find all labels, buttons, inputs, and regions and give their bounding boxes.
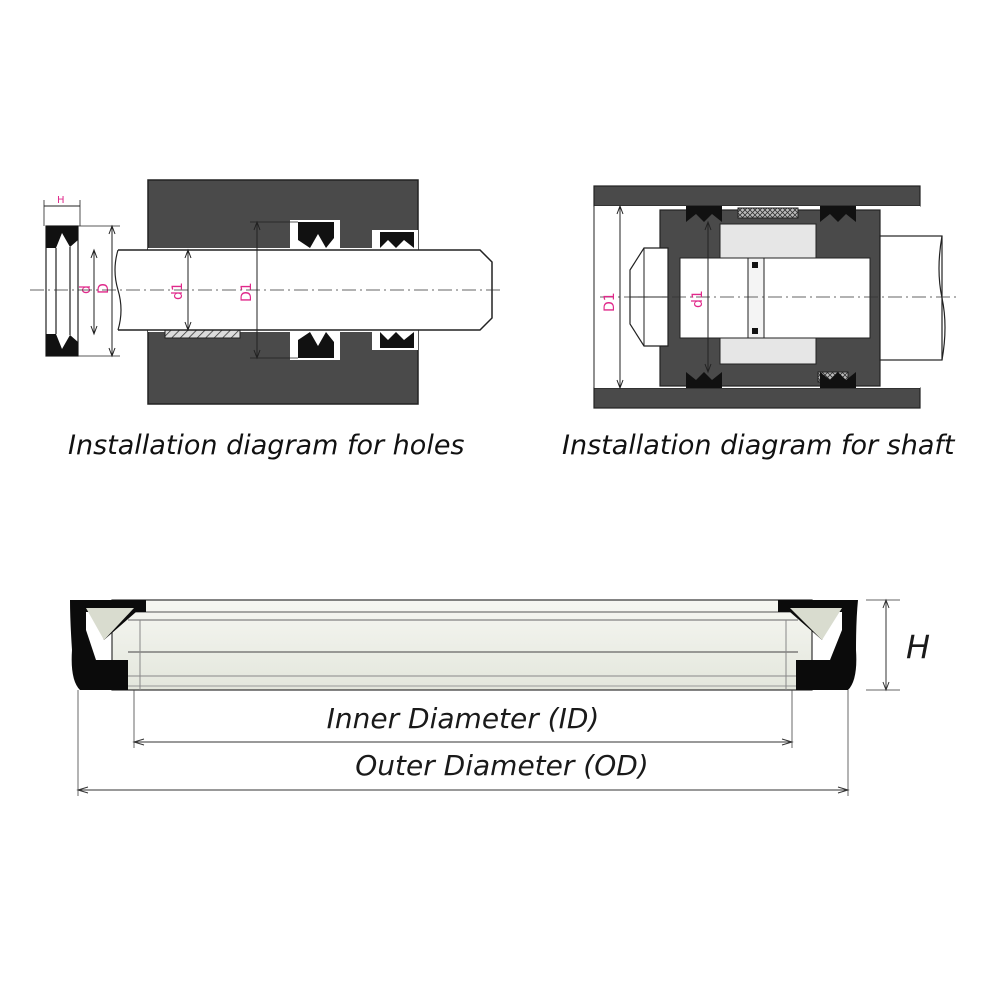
hole-height-label: H (57, 195, 65, 206)
hole-outer-label: D (96, 283, 112, 294)
seal-cross-section-small: H d D (43, 195, 120, 358)
hole-D1-label: D1 (239, 282, 255, 302)
seal-height-label: H (906, 628, 930, 666)
hole-installation-diagram: H d D (30, 179, 500, 405)
seal-ring-body (111, 599, 813, 691)
shaft-d1-label: d1 (690, 290, 706, 308)
hole-bore-dimensions: d1 D1 (170, 220, 298, 360)
shaft-dimensions: D1 d1 (602, 204, 712, 390)
hole-seals (298, 222, 414, 358)
seal-profile-right (778, 600, 858, 690)
shaft-piston (659, 207, 881, 387)
shaft-caption: Installation diagram for shaft (562, 430, 955, 461)
shaft-seals (686, 206, 856, 388)
hole-inner-label: d (78, 285, 94, 294)
seal-profile-left (70, 600, 146, 690)
seal-ring-diagram: H Inner Diameter (ID) Outer Diameter (OD… (70, 598, 930, 796)
shaft-installation-diagram: D1 d1 (593, 185, 960, 409)
hole-rod (30, 249, 500, 331)
shaft-rod (600, 235, 960, 361)
outer-diameter-label: Outer Diameter (OD) (355, 749, 648, 782)
holes-caption: Installation diagram for holes (68, 430, 465, 461)
inner-diameter-label: Inner Diameter (ID) (327, 702, 600, 735)
hole-d1-label: d1 (170, 282, 186, 300)
shaft-D1-label: D1 (602, 292, 618, 312)
